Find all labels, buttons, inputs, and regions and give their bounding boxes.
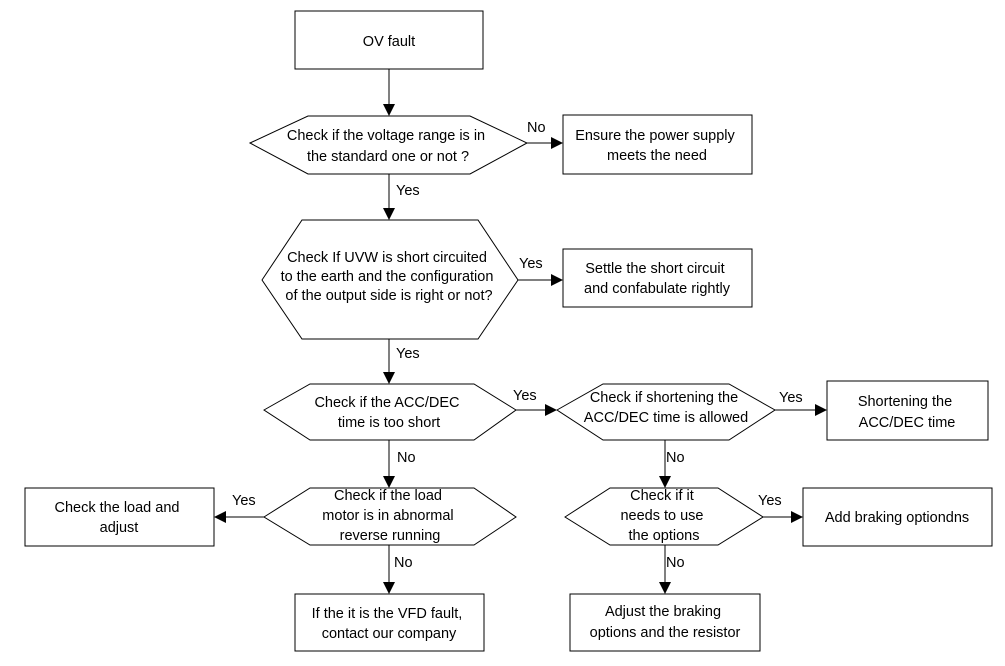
edge-shorten-allowed-to-options (659, 440, 671, 488)
edge-voltage-to-uvw (383, 174, 395, 220)
edge-shorten-allowed-to-shortening (775, 404, 827, 416)
node-ov-fault-label: OV fault (363, 34, 415, 50)
edge-label-shorten-yes: Yes (779, 390, 803, 406)
node-load-adjust-label: Check the load and adjust (55, 500, 184, 536)
edge-label-options-no: No (666, 555, 685, 571)
edge-label-voltage-no: No (527, 120, 546, 136)
edge-label-voltage-yes: Yes (396, 183, 420, 199)
node-adjust-braking-label: Adjust the braking options and the resis… (590, 604, 741, 641)
node-voltage-check-label: Check if the voltage range is in the sta… (287, 128, 489, 165)
node-adjust-braking-box (569, 593, 761, 652)
edge-label-uvw-down-yes: Yes (396, 346, 420, 362)
edge-options-to-add-braking (763, 511, 803, 523)
edge-label-shorten-no: No (666, 450, 685, 466)
node-accdec-check-diamond (263, 383, 517, 441)
node-shortening-box (826, 380, 989, 441)
node-uvw-check-label: Check If UVW is short circuited to the e… (281, 250, 498, 304)
edge-load-reverse-to-load-adjust (214, 511, 264, 523)
edge-ov-to-voltage (383, 69, 395, 116)
node-voltage-check-diamond (248, 115, 529, 175)
edge-voltage-to-power (527, 137, 563, 149)
node-load-reverse-label: Check if the load motor is in abnormal r… (322, 488, 457, 544)
edge-label-options-yes: Yes (758, 493, 782, 509)
node-vfd-fault-label: If the it is the VFD fault, contact our … (312, 606, 467, 642)
node-load-reverse-diamond (263, 487, 517, 546)
node-ov-fault-box (294, 10, 484, 70)
node-options-check-label: Check if it needs to use the options (620, 488, 707, 544)
node-load-adjust-box (24, 487, 215, 547)
node-settle-label: Settle the short circuit and confabulate… (584, 261, 731, 297)
edge-label-load-no: No (394, 555, 413, 571)
edge-uvw-to-settle (518, 274, 563, 286)
edge-label-load-yes: Yes (232, 493, 256, 509)
edge-label-uvw-right-yes: Yes (519, 256, 543, 272)
node-power-supply-box (562, 114, 753, 175)
node-vfd-fault-box (294, 593, 485, 652)
node-shortening-label: Shortening the ACC/DEC time (858, 394, 956, 431)
node-power-supply-label: Ensure the power supply meets the need (575, 128, 739, 164)
node-add-braking-label: Add braking optiondns (825, 510, 969, 526)
edge-label-accdec-yes: Yes (513, 388, 537, 404)
edge-label-accdec-no: No (397, 450, 416, 466)
node-settle-box (562, 248, 753, 308)
edge-accdec-to-shorten-allowed (516, 404, 557, 416)
node-accdec-check-label: Check if the ACC/DEC time is too short (314, 395, 463, 431)
edge-options-to-adjust-braking (659, 545, 671, 594)
edge-uvw-to-accdec (383, 339, 395, 384)
node-shorten-allowed-label: Check if shortening the ACC/DEC time is … (584, 390, 748, 426)
edge-load-reverse-to-vfd (383, 545, 395, 594)
edge-accdec-to-load-reverse (383, 440, 395, 488)
